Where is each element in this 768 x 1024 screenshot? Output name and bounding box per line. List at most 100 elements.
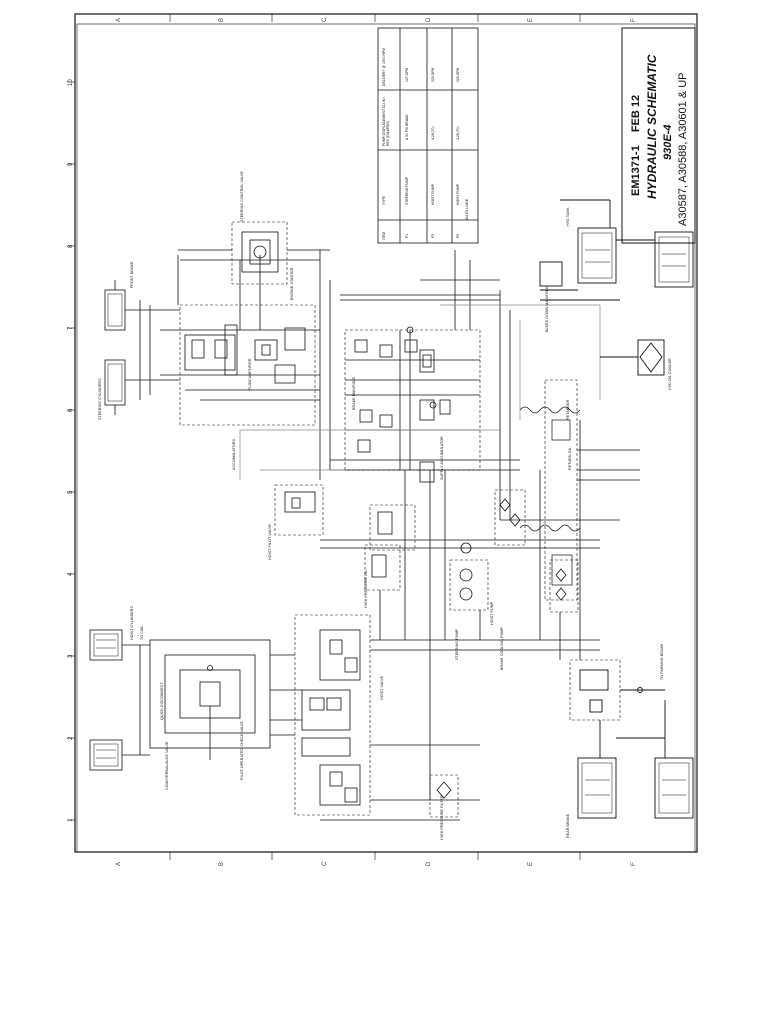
label-to-parking-brake: TO PARKING BRAKE [660, 643, 664, 680]
pump-row-3-item: P3 [456, 234, 460, 238]
pump-row-1-item: P1 [405, 234, 409, 238]
grid-col-label: 4 [68, 572, 74, 576]
grid-col-label: 10 [68, 79, 74, 86]
row-cell: HOIST PUMP [431, 183, 435, 205]
header-item: ITEM [382, 231, 386, 240]
grid-row-label: A [116, 18, 122, 22]
grid-col-label: 8 [68, 244, 74, 248]
label-hoist-pilot-valve: HOIST PILOT VALVE [268, 524, 272, 560]
drawing-title: HYDRAULIC SCHEMATIC [645, 54, 659, 199]
header-delivery: DELIVERY @ 1900 RPM [382, 48, 386, 86]
label-hoist-valve: HOIST VALVE [380, 675, 384, 700]
label-hoist-cylinders: HOIST CYLINDERS [130, 606, 134, 640]
label-supply-accumulator: SUPPLY ACCUMULATOR [440, 436, 444, 480]
label-brake-cooling-pump: BRAKE COOLING PUMP [500, 627, 504, 670]
label-flow-amplifier: FLOW AMPLIFIER [248, 358, 252, 390]
pump-row-1-displacement: A 30 PSI BRAKE [405, 114, 409, 140]
label-steering-control-valve: STEERING CONTROL VALVE [240, 170, 244, 222]
pump-row-1-delivery: 127 GPM [405, 68, 409, 82]
row-cell: A 30 PSI BRAKE [405, 114, 409, 140]
grid-row-label: B [219, 862, 225, 866]
label-counterbalance-valve: COUNTERBALANCE VALVE [165, 741, 169, 790]
hydraulic-oil-cooler [600, 339, 665, 376]
pumps-and-filters [274, 420, 600, 660]
document-id: EM1371-1 [630, 145, 642, 196]
zone-ticks [67, 14, 581, 860]
pump-row-3-delivery: 225 GPM [456, 68, 460, 82]
row-cell: 4.28 (70) [431, 126, 435, 140]
pump-table-header-displacement: PUMP DISPLACEMENT CU IN / REV (CM3/REV) [382, 90, 390, 146]
document-date: FEB 12 [630, 94, 642, 133]
grid-row-label: A [116, 862, 122, 866]
grid-row-label: E [528, 862, 534, 866]
label-rear-brake: REAR BRAKE [566, 813, 570, 838]
label-front-brake: FRONT BRAKE [130, 261, 134, 288]
pump-row-2-delivery: 225 GPM [431, 68, 435, 82]
row-cell: P3 [456, 233, 460, 238]
grid-col-label: 2 [68, 736, 74, 740]
pump-row-1-type: STEERING PUMP [405, 177, 409, 205]
hoist-cylinders [89, 629, 295, 771]
grid-row-label: F [631, 18, 637, 22]
label-auto-lube: AUTO LUBE [465, 198, 469, 220]
title-block-document-id: EM1371-1 FEB 12 [630, 95, 642, 196]
inner-border [76, 23, 696, 853]
row-cell: P1 [405, 233, 409, 238]
label-quick-disconnect: QUICK DISCONNECT [160, 682, 164, 720]
row-cell: 4.28 (70) [456, 126, 460, 140]
label-steering-pump: STEERING PUMP [455, 628, 459, 660]
grid-col-label: 1 [68, 818, 74, 822]
machine-model: 930E-4 [662, 124, 674, 160]
row-cell: STEERING PUMP [405, 176, 409, 205]
label-bleed-down-manifold: BLEED DOWN MANIFOLD [545, 286, 549, 332]
grid-row-label: C [322, 17, 328, 22]
label-pilot-operated-check-valve: PILOT OPERATED CHECK VALVE [240, 720, 244, 780]
label-hyd-tank: HYD TANK [566, 207, 570, 226]
label-retarder: RETARDER [566, 399, 570, 420]
grid-row-labels: A B C D E F A B C D E F 1 2 3 4 5 6 7 8 … [68, 17, 637, 866]
row-cell: 225 GPM [456, 67, 460, 82]
row-cell: 225 GPM [431, 67, 435, 82]
steering-control-valve [177, 221, 330, 305]
pump-table-header-item: ITEM [382, 232, 386, 240]
grid-row-label: D [426, 861, 432, 866]
label-accumulators: ACCUMULATORS [232, 438, 236, 470]
label-steering-cylinders: STEERING CYLINDERS [98, 378, 102, 420]
grid-col-label: 7 [68, 326, 74, 330]
hydraulic-tank [539, 199, 694, 301]
header-type: TYPE [382, 196, 386, 205]
grid-row-label: C [322, 861, 328, 866]
grid-row-label: F [631, 862, 637, 866]
grid-col-label: 3 [68, 654, 74, 658]
grid-col-label: 9 [68, 162, 74, 166]
row-cell: P2 [431, 233, 435, 238]
label-return-oil: RETURN OIL [568, 447, 572, 470]
serial-range: A30587, A30588, A30601 & UP [677, 72, 689, 226]
grid-col-label: 5 [68, 490, 74, 494]
grid-row-label: D [426, 17, 432, 22]
rear-brakes [569, 659, 694, 819]
hoist-valve [270, 614, 600, 821]
pump-row-3-displacement: 4.28 (70) [456, 126, 460, 140]
pump-row-2-type: HOIST PUMP [431, 184, 435, 205]
grid-row-label: E [528, 18, 534, 22]
title-block-frame [621, 27, 696, 244]
header-displacement: PUMP DISPLACEMENT CU IN / REV (CM3/REV) [382, 96, 390, 146]
title-block-serials: A30587, A30588, A30601 & UP [677, 72, 689, 226]
pump-row-2-displacement: 4.28 (70) [431, 126, 435, 140]
grid-col-label: 6 [68, 408, 74, 412]
row-cell: HOIST PUMP [456, 183, 460, 205]
pump-table-header-type: TYPE [382, 196, 386, 205]
pump-row-3-type: HOIST PUMP [456, 184, 460, 205]
label-brake-manifold: BRAKE MANIFOLD [352, 376, 356, 410]
label-hoist-pump: HOIST PUMP [490, 601, 494, 625]
pump-row-2-item: P2 [431, 234, 435, 238]
label-hyd-oil-cooler: HYD OIL COOLER [668, 358, 672, 390]
brake-manifold [330, 250, 520, 520]
label-engine-starter: ENGINE STARTER [290, 267, 294, 300]
pilot-lines [239, 304, 601, 480]
row-cell: 127 GPM [405, 67, 409, 82]
label-to-cab: TO CAB [140, 626, 144, 640]
steering-circuit [104, 250, 331, 480]
